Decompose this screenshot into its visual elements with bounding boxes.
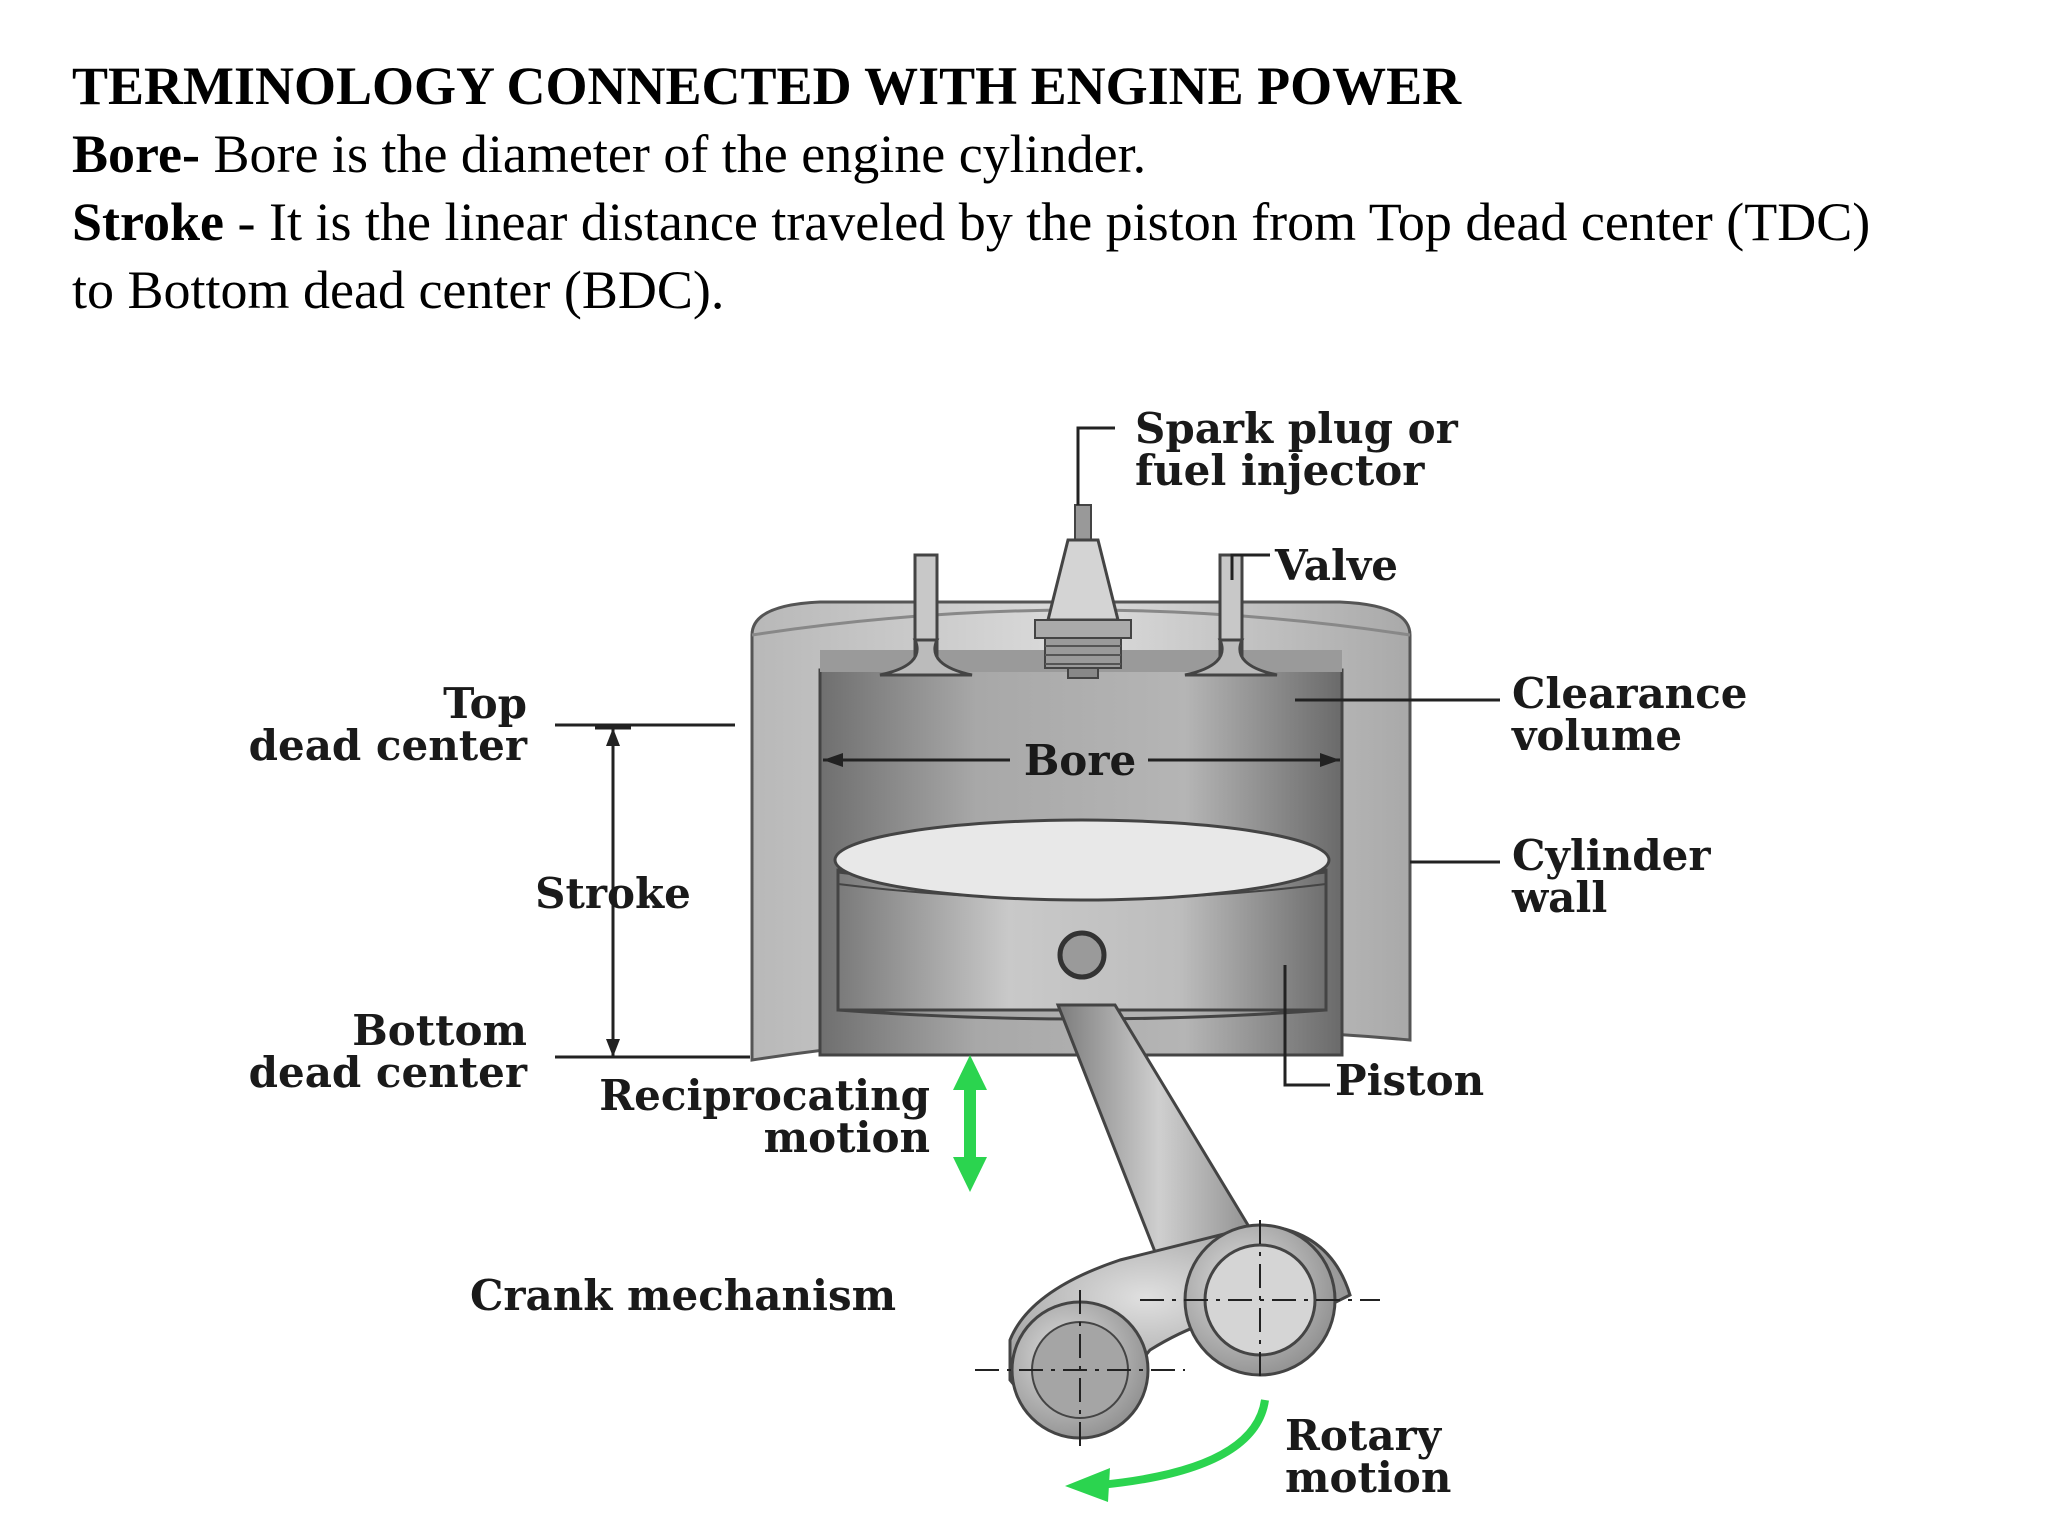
piston (833, 818, 1331, 1021)
bore-definition: Bore- Bore is the diameter of the engine… (72, 120, 2002, 188)
label-stroke: Stroke (535, 869, 691, 918)
reciprocating-motion-arrow (953, 1055, 987, 1192)
label-valve: Valve (1274, 541, 1398, 590)
definitions-text: TERMINOLOGY CONNECTED WITH ENGINE POWER … (72, 52, 2002, 324)
label-recip-1: Reciprocating (599, 1071, 930, 1120)
rotary-motion-arrow (1065, 1399, 1269, 1502)
heading: TERMINOLOGY CONNECTED WITH ENGINE POWER (72, 56, 1462, 116)
label-tdc-1: Top (443, 679, 527, 728)
bore-text: Bore is the diameter of the engine cylin… (199, 124, 1147, 184)
label-spark-plug-1: Spark plug or (1135, 404, 1459, 453)
stroke-term: Stroke (72, 192, 225, 252)
stroke-definition-cont: to Bottom dead center (BDC). (72, 260, 725, 320)
label-cylinder-wall-1: Cylinder (1512, 831, 1711, 880)
label-bdc-1: Bottom (352, 1006, 527, 1055)
label-clearance-2: volume (1511, 711, 1682, 760)
label-cylinder-wall-2: wall (1511, 873, 1607, 922)
label-spark-plug-2: fuel injector (1135, 446, 1425, 495)
bore-term: Bore- (72, 124, 200, 184)
label-tdc-2: dead center (249, 721, 528, 770)
label-rotary-2: motion (1285, 1453, 1451, 1502)
spark-plug (1034, 504, 1132, 679)
label-rotary-1: Rotary (1285, 1411, 1443, 1460)
label-clearance-1: Clearance (1512, 669, 1748, 718)
stroke-text: - It is the linear distance traveled by … (224, 192, 1871, 252)
stroke-definition: Stroke - It is the linear distance trave… (72, 188, 2002, 256)
label-recip-2: motion (764, 1113, 930, 1162)
crank-mechanism (975, 1220, 1380, 1450)
valve-left (879, 553, 973, 677)
label-piston: Piston (1335, 1056, 1484, 1105)
label-bore: Bore (1024, 736, 1136, 785)
dimension-arrowheads (606, 728, 1340, 1057)
label-crank: Crank mechanism (470, 1271, 896, 1320)
label-bdc-2: dead center (249, 1048, 528, 1097)
leader-lines (555, 426, 1500, 1087)
